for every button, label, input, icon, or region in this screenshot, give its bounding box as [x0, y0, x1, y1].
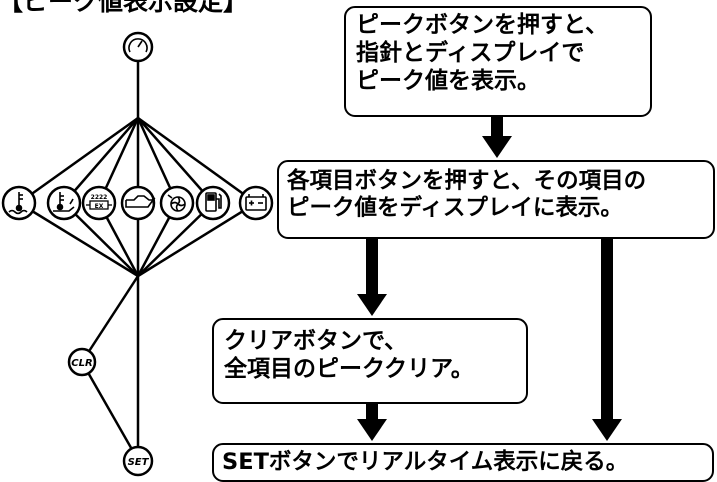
- oil-temp-button[interactable]: [46, 185, 82, 221]
- fuel-icon: [205, 192, 222, 212]
- turbo-boost-icon: [167, 194, 186, 212]
- oil-pressure-icon: [125, 195, 156, 208]
- step4-line-1: SETボタンでリアルタイム表示に戻る。: [222, 449, 629, 475]
- step1-line-2: 指針とディスプレイで: [356, 40, 585, 67]
- step3-box: クリアボタンで、 全項目のピーククリア。: [212, 318, 528, 404]
- oil-temp-icon: [53, 192, 75, 212]
- step1-line-3: ピーク値を表示。: [356, 68, 540, 95]
- peak-gauge-icon: [128, 38, 148, 53]
- arrow-step2-to-step4: [592, 238, 622, 441]
- clr-button[interactable]: CLR: [67, 347, 97, 377]
- step2-box: 各項目ボタンを押すと、その項目の ピーク値をディスプレイに表示。: [277, 160, 715, 239]
- clr-button-label: CLR: [71, 358, 92, 369]
- step4-box: SETボタンでリアルタイム表示に戻る。: [212, 443, 714, 482]
- exhaust-icon-digits: 2222: [91, 194, 108, 201]
- arrow-step3-to-step4: [357, 403, 387, 441]
- flow-arrows: [357, 117, 622, 441]
- step3-line-1: クリアボタンで、: [224, 328, 408, 354]
- exhaust-temp-icon: 2222 EX: [86, 194, 112, 210]
- battery-voltage-icon: [245, 194, 267, 211]
- battery-button[interactable]: [238, 185, 274, 221]
- oil-pressure-button[interactable]: [120, 185, 156, 221]
- step2-line-1: 各項目ボタンを押すと、その項目の: [287, 168, 647, 194]
- page-title: 【ピーク値表示設定】: [0, 0, 249, 16]
- arrow-step2-to-step3: [357, 238, 387, 316]
- turbo-boost-button[interactable]: [159, 185, 195, 221]
- step1-line-1: ピークボタンを押すと、: [356, 12, 609, 38]
- step1-box: ピークボタンを押すと、 指針とディスプレイで ピーク値を表示。: [344, 6, 652, 117]
- arrow-step1-to-step2: [482, 117, 512, 158]
- exhaust-temp-button[interactable]: 2222 EX: [81, 185, 117, 221]
- water-temp-icon: [8, 192, 28, 215]
- exhaust-icon-label: EX: [95, 203, 104, 210]
- peak-gauge-button[interactable]: [122, 31, 154, 63]
- step2-line-2: ピーク値をディスプレイに表示。: [287, 195, 623, 222]
- set-button[interactable]: SET: [122, 445, 154, 477]
- set-button-label: SET: [128, 457, 150, 468]
- fuel-button[interactable]: [195, 185, 231, 221]
- water-temp-button[interactable]: [1, 185, 37, 221]
- step3-line-2: 全項目のピーククリア。: [224, 356, 474, 383]
